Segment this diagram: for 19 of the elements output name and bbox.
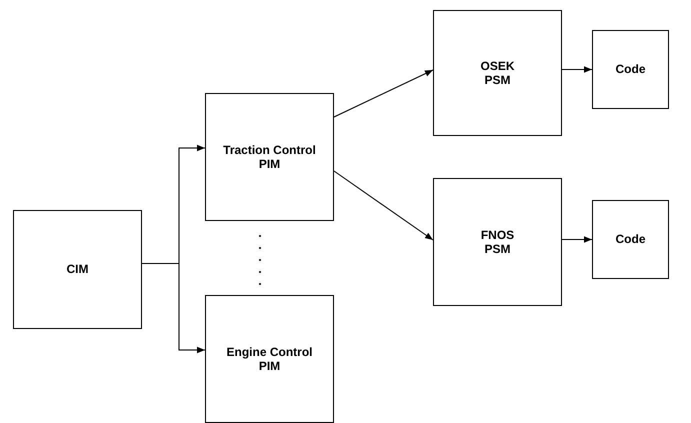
box-label: Traction Control PIM	[222, 142, 317, 172]
process-box	[433, 10, 562, 136]
arrow	[142, 263, 206, 354]
arrow	[562, 236, 592, 243]
arrow	[562, 66, 592, 73]
process-box	[592, 30, 669, 109]
box-label: FNOS PSM	[480, 228, 516, 256]
arrow	[334, 70, 434, 118]
process-box	[205, 295, 334, 423]
arrow	[334, 170, 434, 240]
box-label: OSEK PSM	[479, 58, 516, 88]
process-box	[433, 178, 562, 306]
box-label: CIM	[66, 262, 88, 277]
box-label: Code	[616, 62, 646, 77]
box-label: Code	[616, 232, 646, 247]
process-box	[592, 200, 669, 279]
box-label: Engine Control PIM	[226, 344, 314, 374]
process-box	[205, 93, 334, 221]
process-box	[13, 210, 142, 329]
